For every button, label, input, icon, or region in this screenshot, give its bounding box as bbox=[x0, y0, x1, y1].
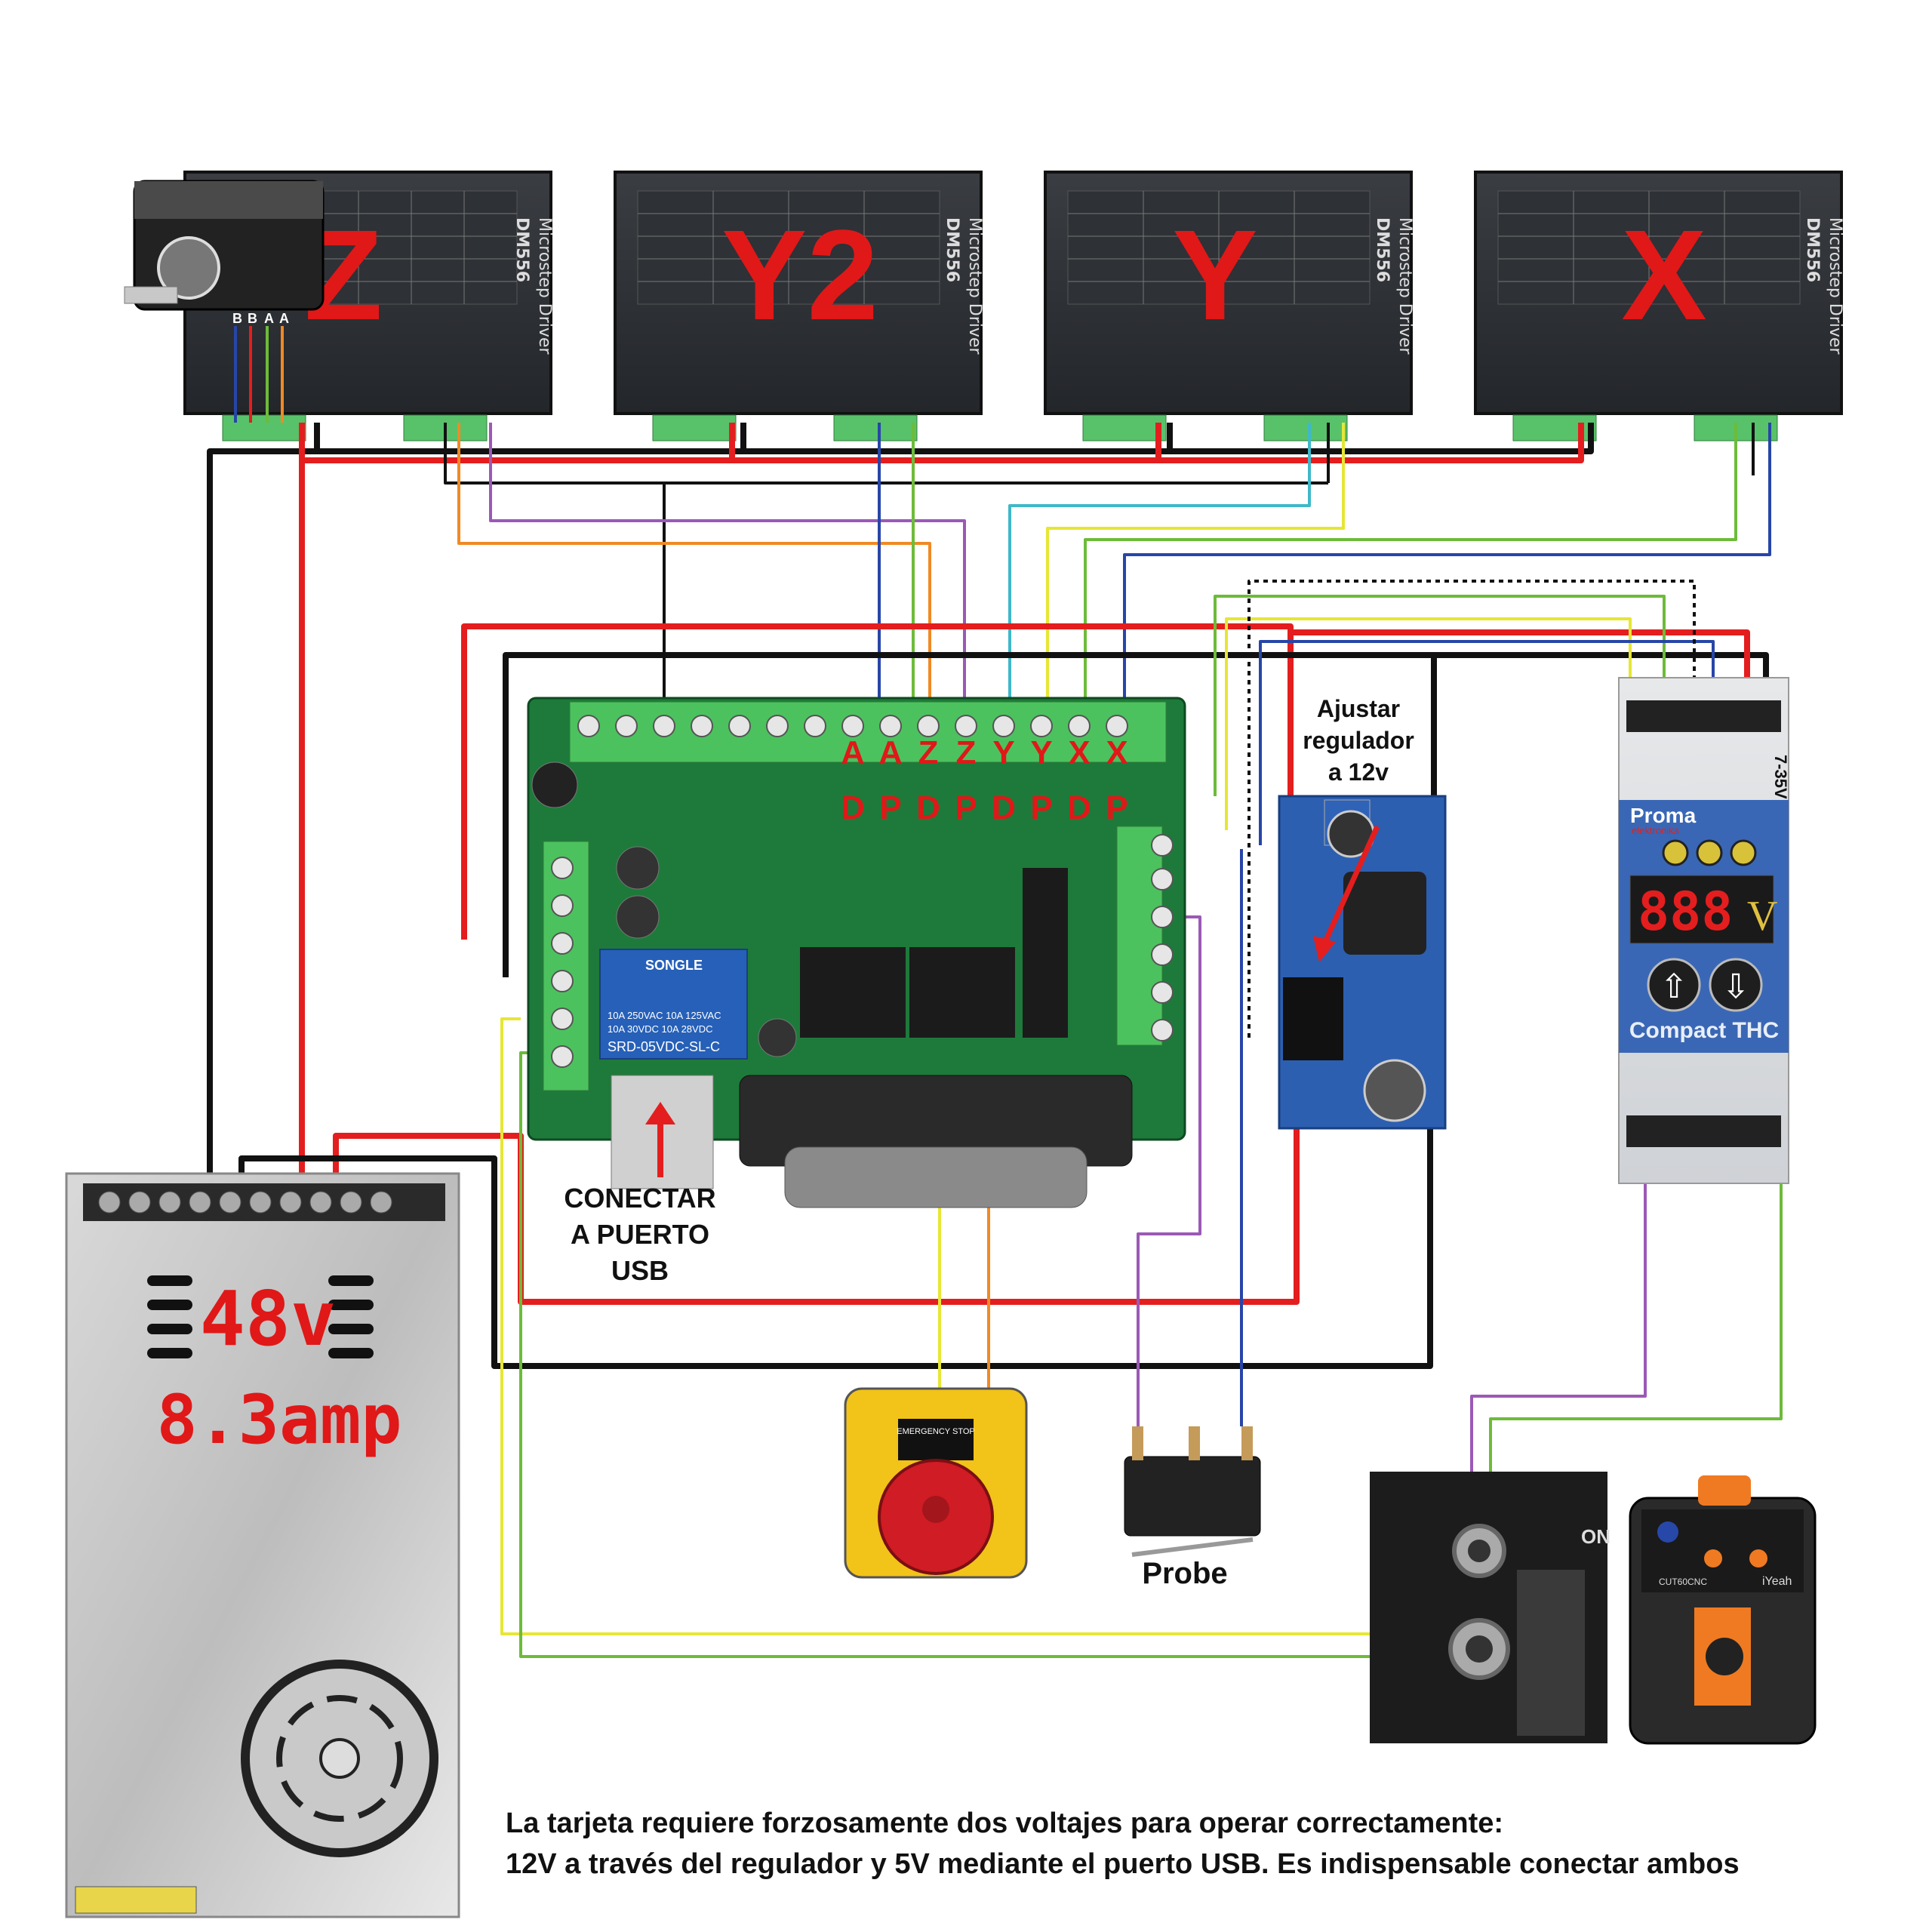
motor-pin-label: A bbox=[279, 311, 289, 326]
usb-note-line2: A PUERTO bbox=[571, 1219, 709, 1250]
footer-line2: 12V a través del regulador y 5V mediante… bbox=[506, 1848, 1740, 1880]
driver-title: Microstep Driver bbox=[1826, 217, 1844, 355]
driver-x: Microstep Driver DM556 X bbox=[1474, 171, 1844, 441]
cutter-brand: iYeah bbox=[1762, 1575, 1792, 1588]
driver-axis-label: Y2 bbox=[721, 204, 878, 347]
probe-switch: Probe bbox=[1124, 1426, 1261, 1590]
pin-label: Y bbox=[992, 734, 1014, 771]
plasma-cutter: CUT60CNC iYeah bbox=[1629, 1475, 1817, 1745]
psu-current: 8.3amp bbox=[156, 1380, 401, 1460]
thc-range: 7-35V bbox=[1771, 755, 1790, 799]
relay-rating-1: 10A 250VAC 10A 125VAC bbox=[608, 1010, 721, 1021]
thc-name: Compact THC bbox=[1629, 1018, 1779, 1043]
pin-label: Z bbox=[918, 734, 939, 771]
regulator-note-line2: regulador bbox=[1303, 727, 1414, 754]
driver-axis-label: X bbox=[1621, 204, 1706, 347]
cutter-switch-label: ON bbox=[1581, 1525, 1611, 1548]
thc-brand-sub: elektronika bbox=[1632, 825, 1680, 836]
pin-label: X bbox=[1106, 734, 1128, 771]
driver-title: Microstep Driver bbox=[965, 217, 984, 355]
pin-label: Y bbox=[1030, 734, 1052, 771]
motor-pin-label: B bbox=[248, 311, 257, 326]
motor-pin-label: A bbox=[264, 311, 274, 326]
relay bbox=[599, 949, 748, 1060]
pin-label: X bbox=[1068, 734, 1090, 771]
relay-model: SRD-05VDC-SL-C bbox=[608, 1039, 720, 1054]
driver-axis-label: Y bbox=[1172, 204, 1257, 347]
regulator-note: Ajustar regulador a 12v bbox=[1303, 695, 1414, 786]
motor-wires bbox=[234, 326, 284, 423]
stepper-motor bbox=[124, 180, 325, 311]
pin-label: A bbox=[878, 734, 903, 771]
emergency-stop: EMERGENCY STOP bbox=[844, 1387, 1028, 1579]
breakout-board: SONGLE 10A 250VAC 10A 125VAC 10A 30VDC 1… bbox=[527, 697, 1186, 1208]
relay-rating-2: 10A 30VDC 10A 28VDC bbox=[608, 1023, 712, 1035]
usb-note-line1: CONECTAR bbox=[564, 1183, 715, 1214]
thc-up-button[interactable] bbox=[1647, 958, 1701, 1012]
regulator-note-line3: a 12v bbox=[1328, 758, 1389, 786]
arrow-down-icon: ⇩ bbox=[1722, 968, 1750, 1006]
driver-y2: Microstep Driver DM556 Y2 bbox=[614, 171, 984, 441]
pin-label: D bbox=[916, 789, 940, 826]
relay-brand: SONGLE bbox=[645, 958, 703, 973]
thc-display bbox=[1629, 875, 1774, 944]
driver-model: DM556 bbox=[1803, 217, 1822, 282]
thc-brand: Proma bbox=[1630, 804, 1697, 827]
thc-display-unit: V bbox=[1747, 893, 1777, 940]
board-top-labels: A A Z Z Y Y X X D P D P D P D P bbox=[841, 734, 1128, 826]
pin-label: A bbox=[841, 734, 865, 771]
buck-regulator bbox=[1278, 795, 1447, 1130]
thc-down-button[interactable] bbox=[1709, 958, 1763, 1012]
pin-label: Z bbox=[956, 734, 977, 771]
pin-label: P bbox=[1030, 789, 1052, 826]
estop-label: EMERGENCY STOP bbox=[897, 1427, 975, 1436]
pin-label: D bbox=[992, 789, 1016, 826]
thc-display-value: 888 bbox=[1638, 881, 1733, 943]
driver-title: Microstep Driver bbox=[535, 217, 554, 355]
usb-note-line3: USB bbox=[611, 1255, 669, 1286]
pin-label: D bbox=[841, 789, 865, 826]
psu-voltage: 48v bbox=[200, 1275, 337, 1363]
power-supply: 48v 8.3amp bbox=[65, 1172, 460, 1918]
driver-model: DM556 bbox=[1373, 217, 1392, 282]
pin-label: P bbox=[955, 789, 977, 826]
probe-label: Probe bbox=[1142, 1557, 1227, 1590]
pin-label: P bbox=[1106, 789, 1128, 826]
wire-red-bus bbox=[299, 423, 1584, 1215]
driver-table bbox=[312, 190, 518, 305]
pin-label: P bbox=[879, 789, 901, 826]
plasma-connector-panel: ON bbox=[1370, 1472, 1611, 1743]
wire-black-bus bbox=[207, 423, 320, 1215]
driver-y: Microstep Driver DM556 Y bbox=[1044, 171, 1414, 441]
driver-model: DM556 bbox=[943, 217, 961, 282]
usb-note: CONECTAR A PUERTO USB bbox=[564, 1183, 715, 1286]
footer-note: La tarjeta requiere forzosamente dos vol… bbox=[506, 1807, 1740, 1880]
footer-line1: La tarjeta requiere forzosamente dos vol… bbox=[506, 1807, 1503, 1839]
thc-module: Proma elektronika 888 V ⇧ ⇩ Compact THC … bbox=[1618, 677, 1790, 1184]
arrow-up-icon: ⇧ bbox=[1660, 968, 1688, 1006]
driver-title: Microstep Driver bbox=[1395, 217, 1414, 355]
regulator-note-line1: Ajustar bbox=[1317, 695, 1400, 722]
motor-pin-label: B bbox=[232, 311, 242, 326]
driver-model: DM556 bbox=[512, 217, 531, 282]
cutter-model: CUT60CNC bbox=[1659, 1577, 1707, 1587]
wire-harness bbox=[207, 423, 1783, 1658]
pin-label: D bbox=[1067, 789, 1091, 826]
motor-pin-labels: B B A A bbox=[232, 311, 289, 326]
